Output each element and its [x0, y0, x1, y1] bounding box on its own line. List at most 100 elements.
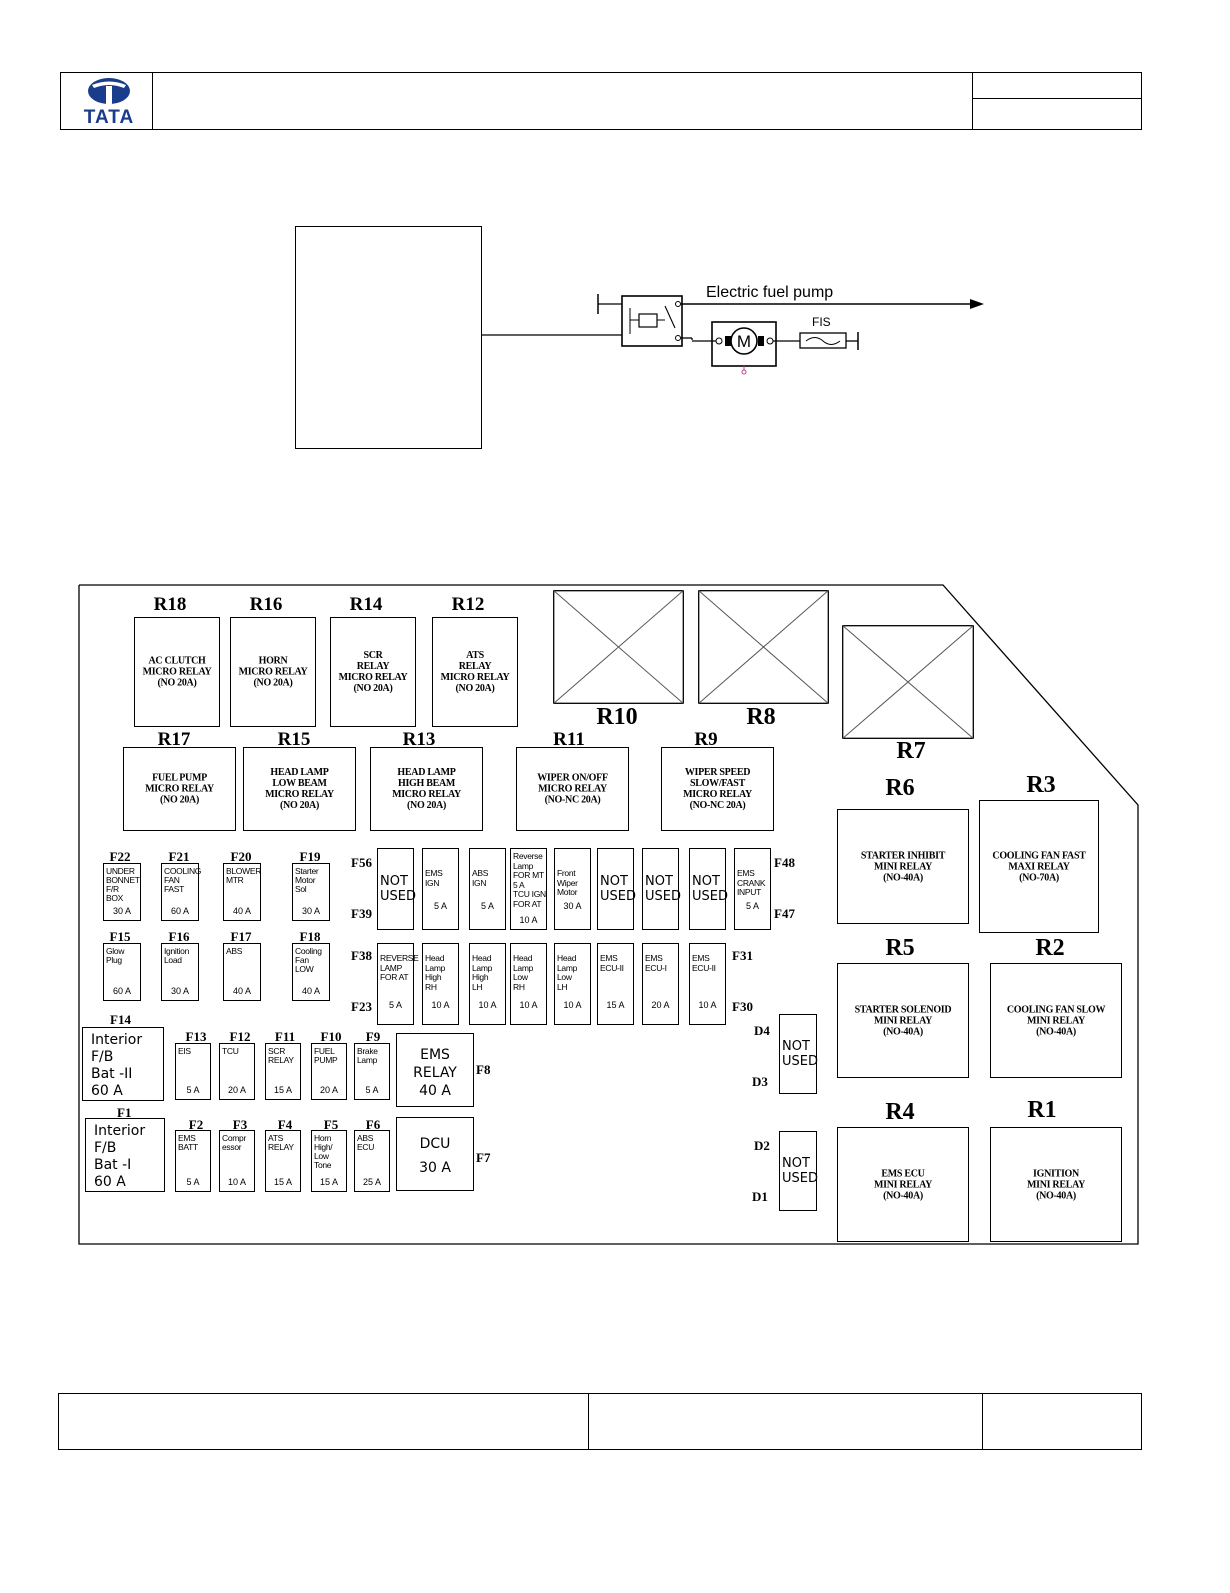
fuse-text: EMS BATT [178, 1133, 198, 1152]
fuse-id-f7: F7 [476, 1150, 491, 1165]
relay-r10-crossed [553, 590, 684, 704]
fuse-range-f23: F23 [351, 999, 372, 1014]
relay-id-r9: R9 [694, 729, 718, 750]
relay-id-r6: R6 [885, 775, 915, 801]
fuse-amp: 30 A [112, 906, 132, 916]
fuse-text: REVERSE LAMP FOR AT [380, 953, 419, 982]
relay-r12: ATS RELAY MICRO RELAY (NO 20A) [432, 617, 518, 727]
relay-text: FUEL PUMP MICRO RELAY (NO 20A) [145, 772, 214, 806]
fuse-text: UNDER BONNET F/R BOX [106, 866, 140, 903]
not-used-text: NOT USED [645, 874, 681, 904]
fuse-text: Head Lamp Low RH [513, 953, 534, 992]
fuse-amp: 5 A [480, 901, 494, 911]
relay-id-r18: R18 [153, 594, 187, 615]
relay-id-r10: R10 [596, 704, 638, 730]
relay-r15: HEAD LAMP LOW BEAM MICRO RELAY (NO 20A) [243, 747, 356, 831]
not-used-text: NOT USED [380, 874, 416, 904]
fuse-amp: 10 A [519, 1000, 538, 1010]
fuse-id-f19: F19 [299, 849, 321, 864]
fuse-amp: 15 A [319, 1177, 339, 1187]
fuse-f14: Interior F/B Bat -II 60 A [82, 1027, 164, 1101]
fuse-range-f31: F31 [732, 948, 753, 963]
fuse-amp: 10 A [478, 1000, 497, 1010]
fuse-amp: 40 A [232, 906, 252, 916]
fuse-text: Glow Plug [106, 946, 125, 965]
fuse-f8: EMS RELAY 40 A [396, 1033, 474, 1107]
fuse-f20: BLOWER MTR 40 A [223, 863, 261, 921]
fuse-range-f47: F47 [774, 906, 795, 921]
fuse-id-f6: F6 [365, 1117, 381, 1132]
diode-id-d1: D1 [752, 1189, 768, 1204]
fuse-id-f16: F16 [168, 929, 190, 944]
fuse-amp: 30 A [170, 986, 190, 996]
diode-id-d2: D2 [754, 1138, 770, 1153]
tata-logo-icon [88, 78, 130, 104]
fuse-text: Compr essor [222, 1133, 247, 1152]
fuse-amp: 30 A [563, 901, 582, 911]
fuse-id-f8: F8 [476, 1062, 491, 1077]
relay-id-r3: R3 [1026, 772, 1056, 798]
relay-id-r16: R16 [249, 594, 283, 615]
relay-r16: HORN MICRO RELAY (NO 20A) [230, 617, 316, 727]
fuse-amp: 10 A [227, 1177, 247, 1187]
fuse-text: EMS ECU-II [600, 953, 624, 973]
relay-text: WIPER ON/OFF MICRO RELAY (NO-NC 20A) [537, 772, 608, 806]
relay-r4: EMS ECU MINI RELAY (NO-40A) [837, 1127, 969, 1242]
big-fuse-text: DCU 30 A [419, 1136, 451, 1176]
fuse-amp: 20 A [319, 1085, 339, 1095]
footer-frame [58, 1393, 1142, 1450]
relay-text: SCR RELAY MICRO RELAY (NO 20A) [338, 650, 408, 694]
fuse-amp: 10 A [431, 1000, 450, 1010]
relay-text: STARTER SOLENOID MINI RELAY (NO-40A) [854, 1004, 952, 1037]
logo-text: TATA [83, 107, 135, 128]
fuse-f22: UNDER BONNET F/R BOX 30 A [103, 863, 141, 921]
footer-divider-2 [982, 1393, 983, 1450]
relay-text: COOLING FAN FAST MAXI RELAY (NO-70A) [992, 850, 1086, 883]
fuse-text: BLOWER MTR [226, 866, 262, 885]
relay-r11: WIPER ON/OFF MICRO RELAY (NO-NC 20A) [516, 747, 629, 831]
fuse-text: EMS CRANK INPUT [737, 868, 766, 897]
relay-text: STARTER INHIBIT MINI RELAY (NO-40A) [860, 850, 946, 883]
fuse-amp: 5 A [365, 1085, 379, 1095]
fuse-amp: 25 A [362, 1177, 382, 1187]
relay-text: AC CLUTCH MICRO RELAY (NO 20A) [142, 655, 212, 689]
relay-r7-crossed [842, 625, 974, 739]
fuse-text: Head Lamp High RH [425, 953, 446, 992]
fuse-amp: 30 A [301, 906, 321, 916]
fuse-range-f56: F56 [351, 855, 372, 870]
fuse-id-f2: F2 [188, 1117, 204, 1132]
relay-r2: COOLING FAN SLOW MINI RELAY (NO-40A) [990, 963, 1122, 1078]
fuse-text: EMS ECU-II [692, 953, 716, 973]
header-frame [60, 72, 1142, 130]
motor-label: M [737, 332, 751, 351]
fuse-amp: 10 A [563, 1000, 582, 1010]
big-fuse-text: Interior F/B Bat -I 60 A [94, 1123, 146, 1190]
fuse-id-f15: F15 [109, 929, 131, 944]
fuse-amp: 15 A [273, 1085, 293, 1095]
relay-id-r13: R13 [402, 729, 436, 750]
fuse-id-f18: F18 [299, 929, 321, 944]
fuse-amp: 5 A [186, 1085, 200, 1095]
fuse-text: ATS RELAY [268, 1133, 294, 1152]
fuse-amp: 60 A [112, 986, 132, 996]
fuse-amp: 40 A [301, 986, 321, 996]
relay-id-r7: R7 [896, 738, 926, 764]
fuse-id-f20: F20 [230, 849, 252, 864]
fuse-range-f38: F38 [351, 948, 372, 963]
relay-text: IGNITION MINI RELAY (NO-40A) [1026, 1168, 1086, 1201]
not-used-text: NOT USED [600, 874, 636, 904]
fuse-range-f48: F48 [774, 855, 795, 870]
big-fuse-text: EMS RELAY 40 A [413, 1047, 457, 1099]
relay-id-r15: R15 [277, 729, 311, 750]
relay-id-r1: R1 [1027, 1097, 1057, 1123]
not-used-text: NOT USED [782, 1039, 818, 1069]
